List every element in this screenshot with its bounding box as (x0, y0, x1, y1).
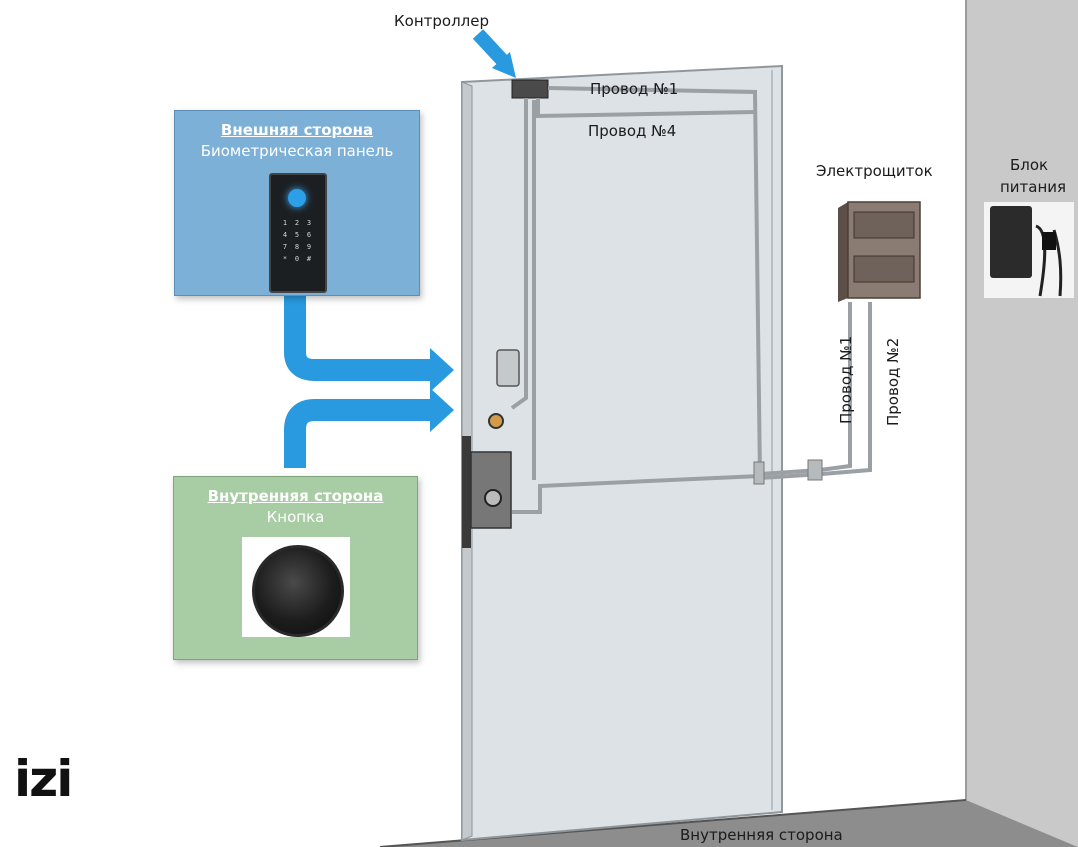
electrical-panel-label: Электрощиток (816, 162, 933, 180)
wire-to-cabinet-2 (759, 302, 872, 480)
keypad-key: # (306, 255, 312, 263)
outer-side-subtitle: Биометрическая панель (200, 142, 394, 160)
keypad-key: 8 (294, 243, 300, 251)
arrow-to-controller-head (492, 52, 516, 78)
wire-to-cabinet-1 (759, 302, 852, 476)
power-plug (1042, 232, 1056, 250)
inner-side-panel: Внутренняя сторона Кнопка (173, 476, 418, 660)
side-wall (966, 0, 1078, 847)
keypad-key: 5 (294, 231, 300, 239)
exit-button-photo (242, 537, 350, 637)
inner-side-subtitle: Кнопка (266, 508, 325, 526)
controller-box (511, 79, 549, 99)
arrow-from-inner-head (430, 388, 454, 432)
wire-clip-door (753, 461, 765, 485)
wire-2-side-label: Провод №2 (884, 337, 902, 426)
cabinet-side (838, 202, 848, 302)
wire-clip (807, 459, 823, 481)
fingerprint-sensor-icon (288, 189, 306, 207)
wire-4 (536, 98, 756, 119)
wire-1-top (547, 86, 762, 479)
floor-inside-label: Внутренняя сторона (680, 826, 843, 844)
keypad-key: 7 (282, 243, 288, 251)
floor (380, 800, 1078, 847)
inner-side-title: Внутренняя сторона (207, 487, 384, 505)
keypad-key: 0 (294, 255, 300, 263)
power-supply-brick (990, 206, 1032, 278)
door-reader (496, 349, 520, 387)
cabinet-breakers-bottom (853, 255, 915, 283)
outer-side-title: Внешняя сторона (220, 121, 374, 139)
door-button (488, 413, 504, 429)
keypad-key: 4 (282, 231, 288, 239)
wire-1-side-label: Провод №1 (837, 335, 855, 424)
exit-button-icon (252, 545, 344, 637)
power-unit-label-1: Блок (1010, 156, 1049, 174)
arrow-from-outer (284, 296, 432, 381)
keypad-key: 2 (294, 219, 300, 227)
cabinet-breakers-top (853, 211, 915, 239)
arrow-from-outer-head (430, 348, 454, 392)
keypad-key: 1 (282, 219, 288, 227)
keypad-key: * (282, 255, 288, 263)
wires (510, 86, 872, 514)
wire-down-left (510, 98, 528, 410)
keypad-key: 3 (306, 219, 312, 227)
wire-4-label: Провод №4 (588, 122, 677, 140)
lock-cylinder (484, 489, 502, 507)
wire-1-top-label: Провод №1 (590, 80, 679, 98)
izi-logo: izi (14, 750, 73, 808)
controller-label: Контроллер (394, 12, 489, 30)
arrow-to-controller (472, 29, 510, 67)
wire-to-lock (512, 474, 761, 514)
keypad-key: 6 (306, 231, 312, 239)
arrow-from-inner (284, 399, 432, 468)
power-unit-label-2: питания (1000, 178, 1067, 196)
keypad-key: 9 (306, 243, 312, 251)
lock-strip (462, 436, 471, 548)
